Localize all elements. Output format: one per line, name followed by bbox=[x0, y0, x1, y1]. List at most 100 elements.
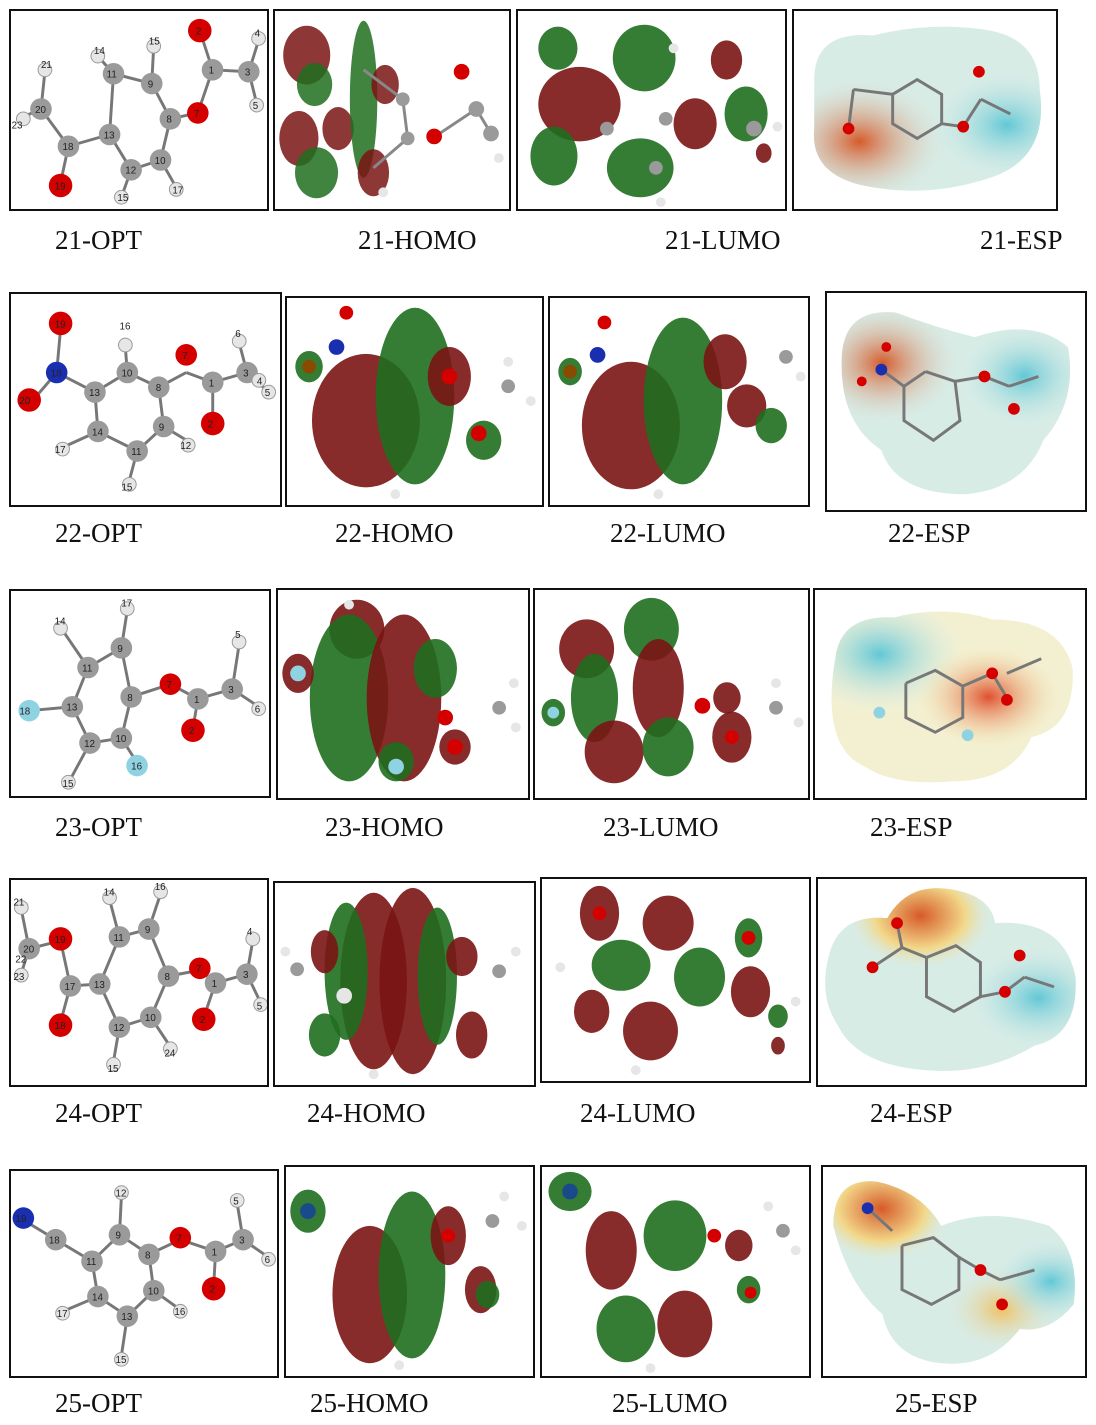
atom-label: 3 bbox=[245, 68, 251, 79]
caption-25-opt: 25-OPT bbox=[55, 1388, 142, 1418]
molecule-25-lumo-orbital bbox=[548, 1171, 801, 1374]
atom-label: 14 bbox=[104, 888, 115, 899]
atom-label: 9 bbox=[148, 79, 153, 90]
atom-label: 11 bbox=[131, 447, 141, 458]
molecule-21-opt-structure: 21 23 20 14 11 15 9 2 1 3 4 5 7 8 13 12 … bbox=[12, 18, 266, 205]
molecule-22-opt-panel: 19 18 20 16 10 13 8 7 1 2 3 4 5 6 14 9 1… bbox=[9, 292, 282, 507]
atom-label: 8 bbox=[165, 972, 171, 983]
atom-label: 14 bbox=[92, 1292, 103, 1303]
atom-label: 9 bbox=[116, 1231, 121, 1242]
atom-label: 12 bbox=[125, 166, 136, 177]
atom-label: 2 bbox=[208, 419, 213, 430]
atom-label: 8 bbox=[145, 1250, 151, 1261]
molecule-22-lumo-orbital bbox=[558, 315, 806, 500]
atom-label: 12 bbox=[116, 1189, 127, 1200]
caption-23-homo: 23-HOMO bbox=[325, 812, 444, 842]
molecule-25-esp-panel bbox=[821, 1165, 1087, 1378]
atom-label: 16 bbox=[174, 1307, 185, 1318]
molecule-21-lumo-panel bbox=[516, 9, 787, 211]
atom-label: 17 bbox=[57, 1309, 68, 1320]
atom-label: 6 bbox=[265, 1255, 271, 1266]
molecule-22-esp-map bbox=[841, 312, 1071, 495]
atom-label: 11 bbox=[86, 1257, 96, 1268]
molecule-24-esp-panel bbox=[816, 877, 1087, 1087]
atom-label: 13 bbox=[121, 1312, 132, 1323]
atom-label: 10 bbox=[155, 156, 166, 167]
caption-23-esp: 23-ESP bbox=[870, 812, 953, 842]
caption-21-lumo: 21-LUMO bbox=[665, 225, 781, 255]
molecule-24-opt-panel: 21 22 23 20 19 14 11 16 9 8 7 1 2 3 4 5 … bbox=[9, 878, 269, 1087]
atom-label: 8 bbox=[156, 383, 162, 394]
atom-label: 15 bbox=[116, 1355, 127, 1366]
caption-21-homo: 21-HOMO bbox=[358, 225, 477, 255]
atom-label: 16 bbox=[155, 882, 166, 893]
atom-label: 2 bbox=[200, 1015, 205, 1026]
atom-label: 13 bbox=[66, 703, 77, 714]
molecule-24-homo-orbital bbox=[280, 887, 521, 1080]
atom-label: 14 bbox=[94, 46, 105, 57]
molecule-23-homo-panel bbox=[276, 588, 530, 800]
molecule-22-opt-structure: 19 18 20 16 10 13 8 7 1 2 3 4 5 6 14 9 1… bbox=[17, 311, 277, 493]
molecule-22-homo-orbital bbox=[295, 305, 536, 500]
atom-label: 3 bbox=[228, 685, 234, 696]
atom-label: 2 bbox=[210, 1285, 215, 1296]
atom-label: 10 bbox=[148, 1287, 159, 1298]
caption-21-opt: 21-OPT bbox=[55, 225, 142, 255]
molecule-23-lumo-orbital bbox=[541, 597, 804, 784]
atom-label: 1 bbox=[209, 378, 214, 389]
caption-22-esp: 22-ESP bbox=[888, 518, 971, 548]
atom-label: 22 bbox=[15, 954, 26, 965]
atom-label: 7 bbox=[166, 680, 171, 691]
caption-22-homo: 22-HOMO bbox=[335, 518, 454, 548]
atom-label: 7 bbox=[196, 964, 201, 975]
caption-21-esp: 21-ESP bbox=[980, 225, 1063, 255]
molecule-25-lumo-panel bbox=[540, 1165, 811, 1378]
caption-24-opt: 24-OPT bbox=[55, 1098, 142, 1128]
atom-label: 3 bbox=[243, 970, 249, 981]
molecule-21-esp-map bbox=[813, 26, 1042, 191]
molecule-21-homo-panel bbox=[273, 9, 511, 211]
atom-label: 9 bbox=[145, 925, 150, 936]
atom-label: 21 bbox=[13, 898, 24, 909]
caption-23-opt: 23-OPT bbox=[55, 812, 142, 842]
atom-label: 19 bbox=[55, 181, 66, 192]
atom-label: 11 bbox=[107, 70, 117, 81]
molecule-22-esp-panel bbox=[825, 291, 1087, 512]
atom-label: 7 bbox=[176, 1234, 181, 1245]
atom-label: 20 bbox=[35, 105, 46, 116]
atom-label: 11 bbox=[82, 663, 92, 674]
caption-25-lumo: 25-LUMO bbox=[612, 1388, 728, 1418]
atom-label: 6 bbox=[255, 705, 261, 716]
molecule-23-opt-structure: 17 14 9 11 8 7 1 2 3 5 6 18 13 12 10 16 … bbox=[18, 599, 267, 790]
caption-22-lumo: 22-LUMO bbox=[610, 518, 726, 548]
molecule-21-opt-panel: 21 23 20 14 11 15 9 2 1 3 4 5 7 8 13 12 … bbox=[9, 9, 269, 211]
atom-label: 7 bbox=[182, 351, 187, 362]
atom-label: 9 bbox=[159, 422, 164, 433]
atom-label: 2 bbox=[189, 726, 194, 737]
atom-label: 20 bbox=[23, 945, 34, 956]
atom-label: 12 bbox=[84, 739, 95, 750]
molecule-21-esp-panel bbox=[792, 9, 1058, 211]
molecule-23-esp-map bbox=[831, 611, 1073, 783]
atom-label: 1 bbox=[194, 695, 199, 706]
caption-25-esp: 25-ESP bbox=[895, 1388, 978, 1418]
atom-label: 12 bbox=[180, 441, 191, 452]
molecule-24-opt-structure: 21 22 23 20 19 14 11 16 9 8 7 1 2 3 4 5 … bbox=[13, 882, 267, 1075]
atom-label: 18 bbox=[19, 707, 30, 718]
molecule-25-esp-map bbox=[833, 1181, 1075, 1364]
atom-label: 10 bbox=[115, 734, 126, 745]
atom-label: 17 bbox=[172, 185, 183, 196]
molecule-24-homo-panel bbox=[273, 881, 536, 1087]
atom-label: 18 bbox=[63, 142, 74, 153]
atom-label: 18 bbox=[55, 1021, 66, 1032]
atom-label: 5 bbox=[233, 1196, 239, 1207]
atom-label: 15 bbox=[63, 779, 74, 790]
atom-label: 15 bbox=[108, 1064, 119, 1075]
atom-label: 19 bbox=[16, 1214, 27, 1225]
atom-label: 4 bbox=[247, 927, 253, 938]
caption-24-homo: 24-HOMO bbox=[307, 1098, 426, 1128]
atom-label: 19 bbox=[55, 319, 66, 330]
atom-label: 18 bbox=[49, 1236, 60, 1247]
atom-label: 3 bbox=[243, 368, 249, 379]
atom-label: 19 bbox=[55, 935, 66, 946]
